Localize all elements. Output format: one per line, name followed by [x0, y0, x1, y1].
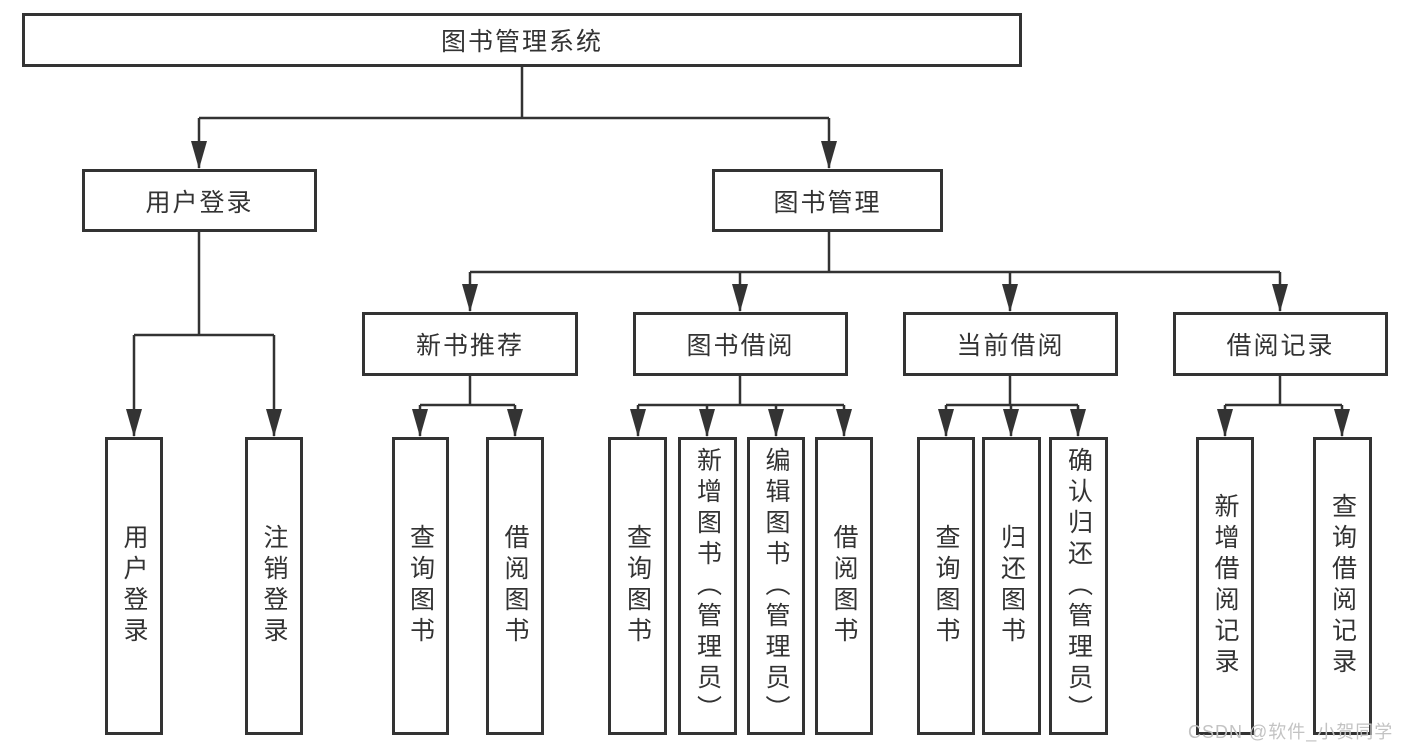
node-label: 新书推荐 [415, 332, 524, 360]
node-label: 借阅记录 [1226, 332, 1335, 360]
csdn-watermark: CSDN @软件_小贺同学 [1188, 722, 1394, 742]
node-label: 新增图书（管理员） [693, 446, 722, 726]
node-label: 归还图书 [997, 524, 1026, 648]
leaf-borrow-books-recommend: 借阅图书 [486, 437, 544, 735]
node-label: 查询图书 [406, 524, 435, 648]
node-label: 查询图书 [932, 524, 960, 648]
leaf-logout: 注销登录 [245, 437, 303, 735]
node-book-borrowing: 图书借阅 [633, 312, 848, 376]
node-label: 图书管理 [773, 188, 882, 217]
node-new-book-recommendation: 新书推荐 [362, 312, 578, 376]
leaf-borrow-books: 借阅图书 [815, 437, 873, 735]
node-label: 编辑图书（管理员） [762, 446, 790, 726]
node-label: 确认归还（管理员） [1064, 446, 1093, 726]
leaf-query-borrow-record: 查询借阅记录 [1313, 437, 1372, 735]
node-label: 当前借阅 [956, 332, 1065, 360]
leaf-edit-books-admin: 编辑图书（管理员） [747, 437, 805, 735]
leaf-add-books-admin: 新增图书（管理员） [678, 437, 737, 735]
node-label: 查询图书 [623, 524, 652, 648]
leaf-add-borrow-record: 新增借阅记录 [1196, 437, 1254, 735]
node-label: 查询借阅记录 [1328, 493, 1357, 679]
node-label: 用户登录 [120, 524, 148, 648]
node-label: 图书管理系统 [440, 28, 603, 56]
node-current-borrowing: 当前借阅 [903, 312, 1118, 376]
node-label: 图书借阅 [686, 332, 795, 360]
node-label: 注销登录 [260, 524, 288, 648]
node-label: 用户登录 [145, 188, 254, 217]
node-label: 新增借阅记录 [1211, 493, 1239, 679]
leaf-query-books-current: 查询图书 [917, 437, 975, 735]
node-book-management-branch: 图书管理 [712, 169, 943, 232]
node-borrowing-records: 借阅记录 [1173, 312, 1388, 376]
leaf-query-books-recommend: 查询图书 [392, 437, 449, 735]
node-library-management-system: 图书管理系统 [22, 13, 1022, 67]
leaf-return-books: 归还图书 [982, 437, 1041, 735]
node-user-login-branch: 用户登录 [82, 169, 317, 232]
leaf-query-books-borrow: 查询图书 [608, 437, 667, 735]
leaf-confirm-return-admin: 确认归还（管理员） [1049, 437, 1108, 735]
leaf-user-login: 用户登录 [105, 437, 163, 735]
node-label: 借阅图书 [501, 524, 529, 648]
node-label: 借阅图书 [830, 524, 858, 648]
